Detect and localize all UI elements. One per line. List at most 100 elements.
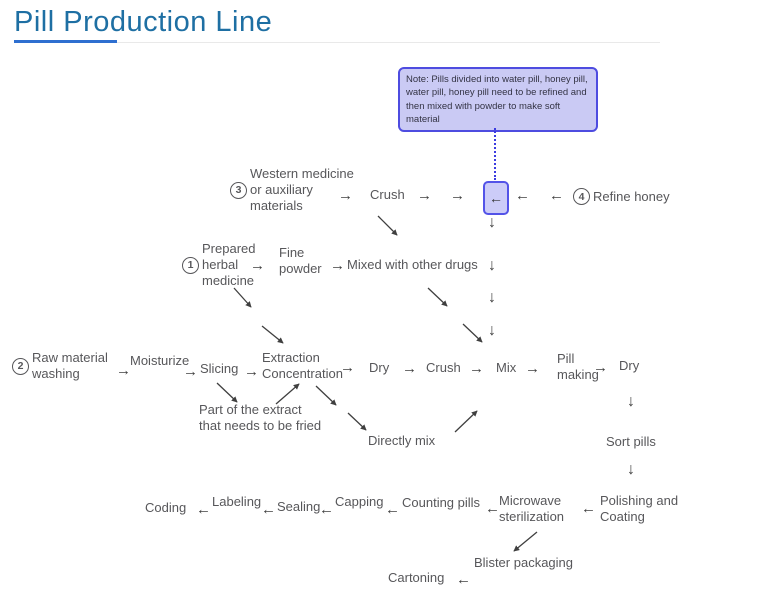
node-dry-2: Dry <box>619 358 639 374</box>
node-label: Dry <box>369 360 390 375</box>
node-label: sterilization <box>499 509 565 524</box>
node-polishing-coating: Polishing and Coating <box>600 493 678 525</box>
arrow-right-icon: → <box>525 360 540 377</box>
node-label: Western medicine <box>250 166 354 181</box>
arrow-left-icon: ← <box>319 501 334 518</box>
node-sealing: Sealing <box>277 499 320 515</box>
node-label: that needs to be fried <box>199 418 322 433</box>
arrow-fried-to-concentration <box>275 383 300 405</box>
arrow-right-icon: → <box>402 360 417 377</box>
node-label: Polishing and <box>600 493 679 508</box>
node-label: Raw material <box>32 350 108 365</box>
node-moisturize: Moisturize <box>130 353 189 369</box>
node-sort-pills: Sort pills <box>606 434 656 450</box>
arrow-right-icon: → <box>330 257 345 274</box>
node-label: Moisturize <box>130 353 190 368</box>
arrow-sterilization-to-blister <box>513 531 538 552</box>
arrow-into-extraction <box>261 325 284 344</box>
arrow-left-icon: ← <box>456 571 471 588</box>
arrow-right-icon: → <box>338 187 353 204</box>
node-label: Counting pills <box>402 495 481 510</box>
node-label: materials <box>250 198 303 213</box>
arrow-right-icon: → <box>593 359 608 376</box>
arrow-into-directly-mix <box>347 412 367 431</box>
arrow-left-icon: ← <box>489 190 503 206</box>
arrow-down-icon: ↓ <box>488 322 496 339</box>
arrow-down-icon: ↓ <box>488 289 496 306</box>
arrow-right-icon: → <box>450 187 465 204</box>
arrow-directly-mix-to-mix <box>454 410 478 433</box>
arrow-mixed-down <box>427 287 448 307</box>
node-label: Crush <box>426 360 461 375</box>
node-label: powder <box>279 261 322 276</box>
node-mixed-with-other-drugs: Mixed with other drugs <box>347 257 478 273</box>
node-label: or auxiliary <box>250 182 313 197</box>
arrow-right-icon: → <box>340 359 355 376</box>
node-microwave-sterilization: Microwave sterilization <box>499 493 564 525</box>
node-label: Extraction <box>262 350 320 365</box>
note-callout: Note: Pills divided into water pill, hon… <box>398 67 598 133</box>
arrow-slicing-to-fried <box>216 382 238 403</box>
node-label: washing <box>32 366 80 381</box>
node-label: Microwave <box>499 493 562 508</box>
arrow-right-icon: → <box>244 363 259 380</box>
arrow-right-icon: → <box>183 363 198 380</box>
node-prepared-herbal-medicine: 1 Prepared herbal medicine <box>182 241 255 289</box>
node-fine-powder: Fine powder <box>279 245 322 277</box>
arrow-right-icon: → <box>417 187 432 204</box>
node-extraction-concentration: Extraction Concentration <box>262 350 343 382</box>
node-label: Concentration <box>262 366 343 381</box>
node-label: Sort pills <box>606 434 656 449</box>
node-label: Sealing <box>277 499 321 514</box>
circled-number-1: 1 <box>182 256 199 274</box>
node-label: medicine <box>202 273 255 288</box>
arrow-crush-to-mixed <box>377 215 398 236</box>
node-slicing: Slicing <box>200 361 238 377</box>
node-pill-making: Pill making <box>557 351 599 383</box>
arrow-left-icon: ← <box>515 187 530 204</box>
node-capping: Capping <box>335 494 383 510</box>
title-underline <box>14 40 117 43</box>
node-blister-packaging: Blister packaging <box>474 555 573 571</box>
node-cartoning: Cartoning <box>388 570 444 586</box>
node-label: Prepared <box>202 241 256 256</box>
title-rule <box>14 42 660 43</box>
arrow-left-icon: ← <box>549 187 564 204</box>
circled-number-3: 3 <box>230 181 247 199</box>
node-label: Directly mix <box>368 433 436 448</box>
node-label: Mix <box>496 360 517 375</box>
node-label: Crush <box>370 187 405 202</box>
arrow-left-icon: ← <box>261 501 276 518</box>
page-title: Pill Production Line <box>14 6 273 38</box>
node-label: Slicing <box>200 361 239 376</box>
node-crush-2: Crush <box>426 360 461 376</box>
arrow-right-icon: → <box>116 362 131 379</box>
arrow-left-icon: ← <box>485 500 500 517</box>
arrow-down-icon: ↓ <box>488 257 496 274</box>
arrow-left-icon: ← <box>196 501 211 518</box>
mix-junction-box: ← <box>483 181 509 215</box>
node-directly-mix: Directly mix <box>368 433 435 449</box>
node-coding: Coding <box>145 500 186 516</box>
node-counting-pills: Counting pills <box>402 495 480 511</box>
arrow-down-icon: ↓ <box>627 461 635 478</box>
node-label: making <box>557 367 599 382</box>
node-mix: Mix <box>496 360 516 376</box>
arrow-right-icon: → <box>469 360 484 377</box>
node-label: Refine honey <box>593 188 670 204</box>
node-raw-material-washing: 2 Raw material washing <box>12 350 108 382</box>
node-label: Dry <box>619 358 640 373</box>
note-dotted-connector <box>494 128 496 180</box>
arrow-down-icon: ↓ <box>488 214 496 231</box>
circled-number-2: 2 <box>12 357 29 375</box>
arrow-left-icon: ← <box>581 500 596 517</box>
node-western-medicine: 3 Western medicine or auxiliary material… <box>230 166 354 214</box>
node-label: Cartoning <box>388 570 445 585</box>
node-label: Coding <box>145 500 187 515</box>
node-label: Labeling <box>212 494 262 509</box>
node-labeling: Labeling <box>212 494 261 510</box>
node-label: Blister packaging <box>474 555 573 570</box>
arrow-down-icon: ↓ <box>627 393 635 410</box>
circled-number-4: 4 <box>573 188 590 205</box>
